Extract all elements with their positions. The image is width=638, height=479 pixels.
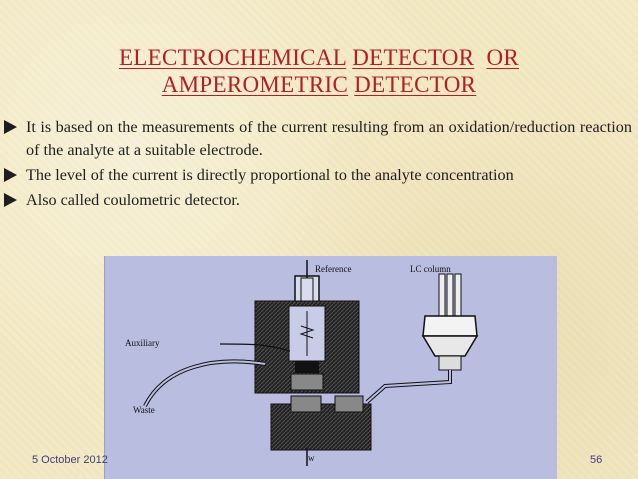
label-waste: Waste xyxy=(133,405,155,415)
title-word-or: OR xyxy=(486,45,520,70)
title-line-2: AMPEROMETRIC DETECTOR xyxy=(0,71,638,98)
title-word-detector-2: DETECTOR xyxy=(354,72,477,97)
footer-page-number: 56 xyxy=(590,454,603,466)
label-reference: Reference xyxy=(315,264,351,274)
bullet-text: It is based on the measurements of the c… xyxy=(26,118,632,159)
bullet-item: Also called coulometric detector. xyxy=(2,189,632,212)
label-auxiliary: Auxiliary xyxy=(125,338,160,348)
bottom-cell xyxy=(270,395,372,466)
bullet-item: It is based on the measurements of the c… xyxy=(2,116,632,162)
bullet-text: The level of the current is directly pro… xyxy=(26,166,514,184)
label-lc-column: LC column xyxy=(410,264,451,274)
bullet-item: The level of the current is directly pro… xyxy=(2,164,632,187)
triangle-bullet-icon xyxy=(4,168,17,182)
lc-column-fitting xyxy=(421,273,479,371)
bullet-list: It is based on the measurements of the c… xyxy=(2,116,632,214)
footer-date: 5 October 2012 xyxy=(32,454,108,466)
title-word-electrochemical: ELECTROCHEMICAL xyxy=(118,45,347,70)
title-word-detector: DETECTOR xyxy=(352,45,475,70)
bullet-text: Also called coulometric detector. xyxy=(26,191,240,209)
auxiliary-line xyxy=(219,343,291,352)
connecting-tube xyxy=(365,370,452,404)
title-line-1: ELECTROCHEMICAL DETECTOR OR xyxy=(0,44,638,71)
slide-title: ELECTROCHEMICAL DETECTOR OR AMPEROMETRIC… xyxy=(0,44,638,98)
detector-diagram: Reference LC column Auxiliary Waste w xyxy=(125,260,479,466)
triangle-bullet-icon xyxy=(4,193,17,207)
detector-diagram-image: Reference LC column Auxiliary Waste w xyxy=(104,256,557,479)
title-word-amperometric: AMPEROMETRIC xyxy=(161,72,349,97)
label-w: w xyxy=(308,453,315,463)
triangle-bullet-icon xyxy=(4,120,17,134)
